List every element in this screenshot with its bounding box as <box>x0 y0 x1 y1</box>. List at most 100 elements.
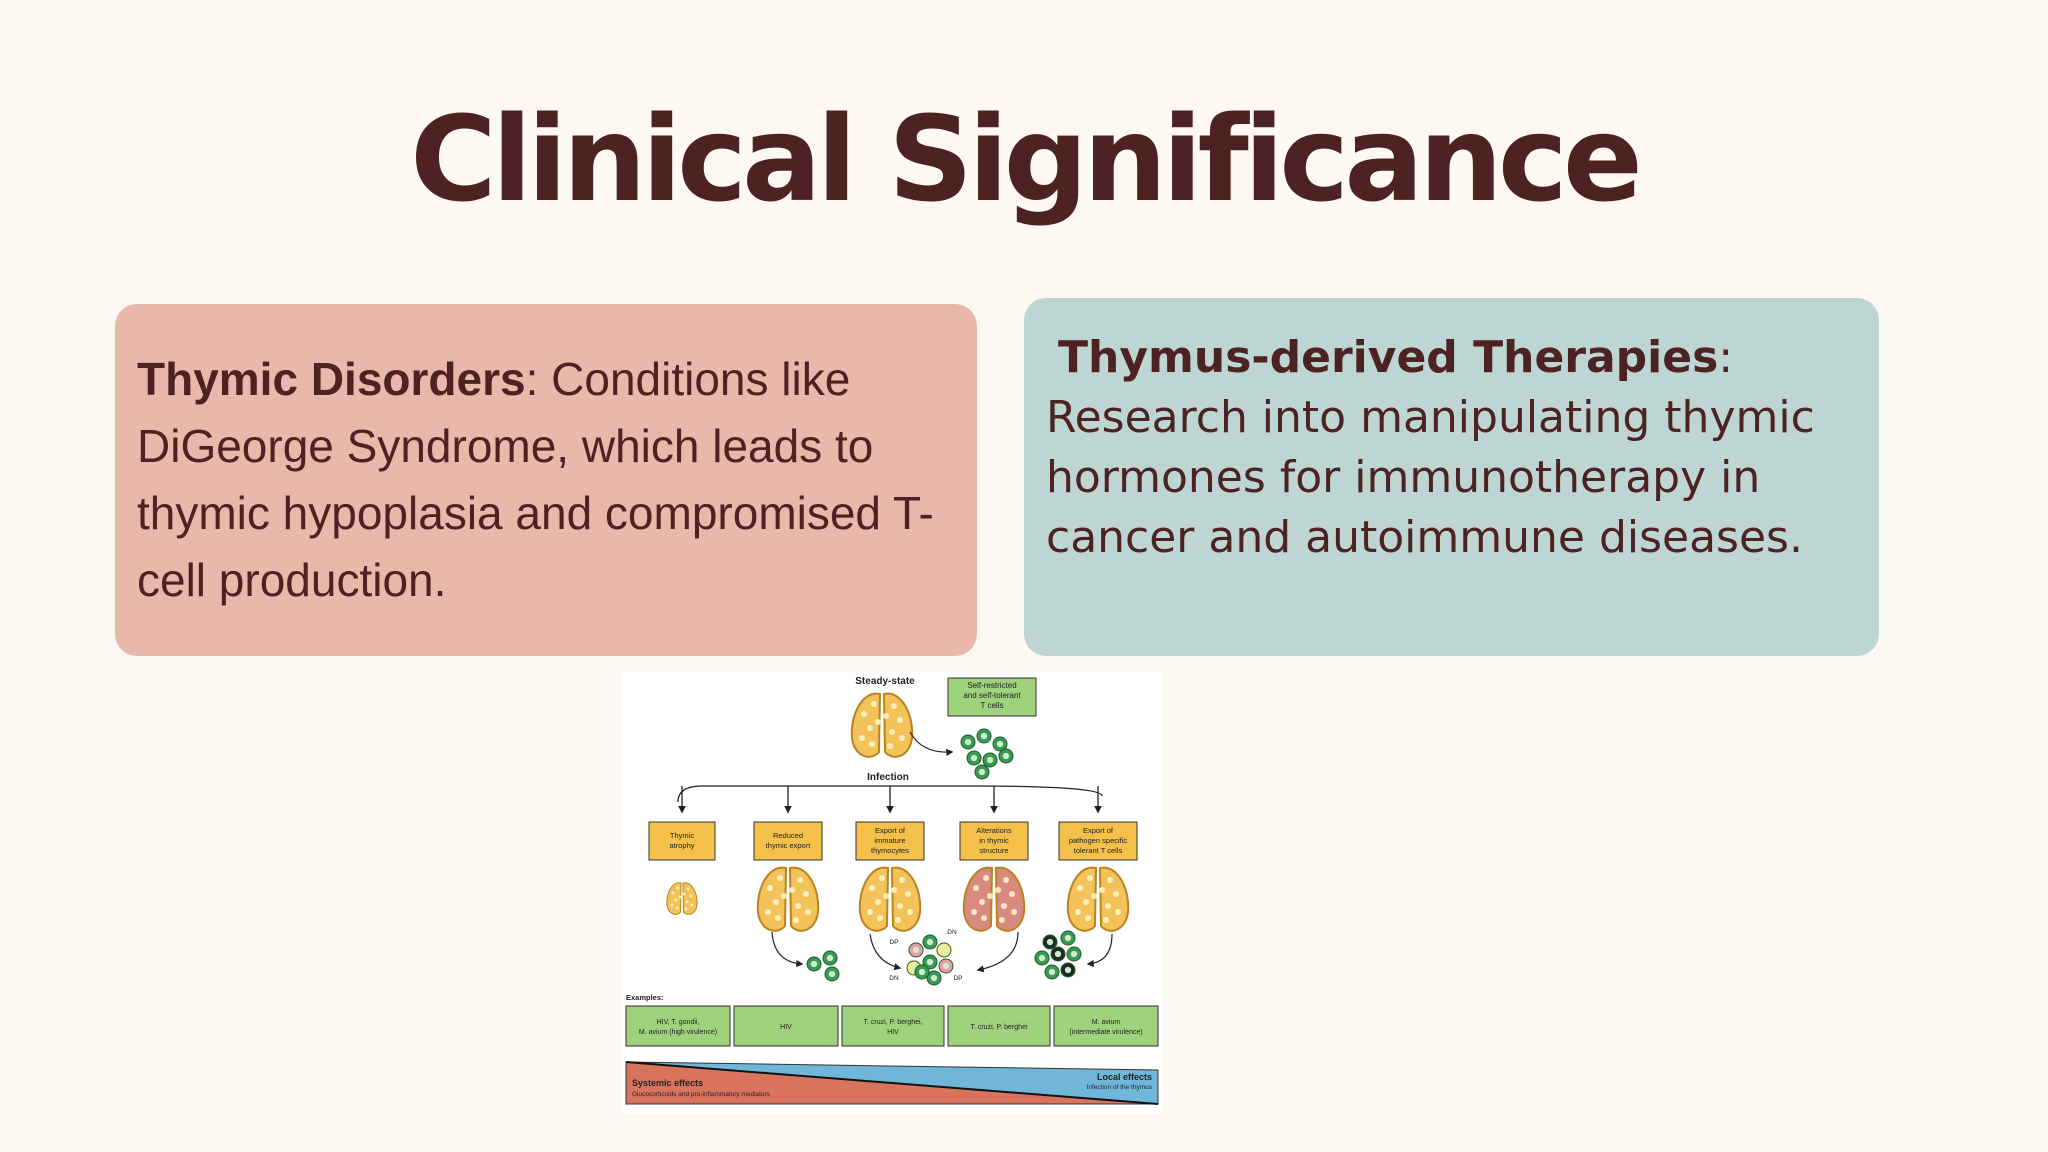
thymus-cell-dot <box>1087 875 1093 881</box>
thymus-cell-dot <box>1077 885 1083 891</box>
cell-nucleus <box>970 754 978 762</box>
thymus-cell-dot <box>678 895 682 899</box>
thymus-cell-dot <box>686 887 690 891</box>
thymus-cell-dot <box>979 899 985 905</box>
steady-state-box-text: Self-restricted <box>967 681 1016 690</box>
cell-nucleus <box>826 954 834 962</box>
systemic-effects-subtitle: Glucocorticoids and pro-inflammatory med… <box>632 1091 771 1098</box>
effect-box <box>959 821 1029 861</box>
cell-nucleus <box>940 946 948 954</box>
effect-box-text: structure <box>979 846 1008 855</box>
thymus-cell-dot <box>675 906 679 910</box>
cell-nucleus <box>964 738 972 746</box>
example-box-text: M. avium <box>1092 1019 1121 1026</box>
effect-box-text: pathogen specific <box>1069 836 1128 845</box>
example-box-text: T. cruzi, P. berghei <box>970 1024 1028 1031</box>
atrophic-thymus <box>666 882 698 915</box>
pathogen-export-thymus <box>1066 866 1130 932</box>
thymus-cell-dot <box>883 713 889 719</box>
thymus-cell-dot <box>973 885 979 891</box>
cell-nucleus <box>926 958 934 966</box>
steady-thymus <box>850 692 914 758</box>
thymus-therapies-heading-colon: : <box>1718 332 1734 383</box>
example-box-text: HIV <box>780 1024 792 1031</box>
effect-box-text: thymic export <box>766 841 812 850</box>
example-box-text: HIV <box>887 1029 899 1036</box>
thymus-cell-dot <box>674 898 678 902</box>
thymus-cell-dot <box>875 899 881 905</box>
cell-nucleus <box>1046 938 1054 946</box>
thymus-cell-dot <box>897 903 903 909</box>
thymus-therapies-card: Thymus-derived Therapies: Research into … <box>1024 298 1879 656</box>
thymus-cell-dot <box>805 909 811 915</box>
cell-nucleus <box>1038 954 1046 962</box>
cell-nucleus <box>980 732 988 740</box>
cell-nucleus <box>912 946 920 954</box>
dn-label: DN <box>889 975 899 982</box>
effect-box-text: Thymic <box>670 831 694 840</box>
thymus-cell-dot <box>1115 909 1121 915</box>
thymus-cell-dot <box>869 885 875 891</box>
slide-title: Clinical Significance <box>410 90 1643 228</box>
thymus-cell-dot <box>1103 917 1109 923</box>
thymus-cell-dot <box>1107 877 1113 883</box>
thymus-cell-dot <box>789 887 795 893</box>
export-arrow <box>771 931 804 968</box>
effect-box-text: Export of <box>1083 826 1114 835</box>
example-box <box>625 1005 731 1047</box>
thymus-cell-dot <box>907 909 913 915</box>
cell-nucleus <box>828 970 836 978</box>
thymus-cell-dot <box>983 875 989 881</box>
thymus-cell-dot <box>765 909 771 915</box>
thymus-cell-dot <box>1113 891 1119 897</box>
thymus-therapies-heading-text: Thymus-derived Therapies <box>1058 332 1719 383</box>
local-effects-subtitle: Infection of the thymus <box>1087 1084 1153 1091</box>
effect-box <box>1058 821 1138 861</box>
export-arrow <box>869 933 902 971</box>
example-box-text: T. cruzi, P. berghei, <box>863 1019 922 1026</box>
effect-box-text: in thymic <box>979 836 1009 845</box>
effect-box-text: Reduced <box>773 831 803 840</box>
thymus-cell-dot <box>685 900 689 904</box>
thymus-cell-dot <box>795 903 801 909</box>
thymus-cell-dot <box>879 875 885 881</box>
dn-label: DN <box>947 929 957 936</box>
thymus-cell-dot <box>899 735 905 741</box>
example-box <box>841 1005 945 1047</box>
thymus-right-lobe <box>682 882 698 915</box>
example-box-text: M. avium (high virulence) <box>639 1029 717 1036</box>
thymus-cell-dot <box>889 729 895 735</box>
cell-nucleus <box>1054 950 1062 958</box>
thymus-cell-dot <box>981 915 987 921</box>
thymus-cell-dot <box>781 893 787 899</box>
export-arrow <box>976 931 1019 973</box>
steady-state-label: Steady-state <box>855 676 915 687</box>
effect-box-text: Export of <box>875 826 906 835</box>
local-effects-title: Local effects <box>1097 1072 1152 1082</box>
cell-nucleus <box>996 740 1004 748</box>
thymus-left-lobe <box>666 882 682 915</box>
effects-divider <box>625 1061 1159 1105</box>
example-box <box>1053 1005 1159 1047</box>
steady-state-box <box>947 677 1037 717</box>
thymus-cell-dot <box>773 899 779 905</box>
example-box <box>733 1005 839 1047</box>
effect-box-text: thymocytes <box>871 846 909 855</box>
thymus-cell-dot <box>1085 915 1091 921</box>
example-box <box>947 1005 1051 1047</box>
thymus-cell-dot <box>971 909 977 915</box>
immature-export-thymus <box>858 866 922 932</box>
thymus-cell-dot <box>767 885 773 891</box>
thymus-cell-dot <box>875 719 881 725</box>
thymus-cell-dot <box>682 892 686 896</box>
thymus-cell-dot <box>871 701 877 707</box>
dp-label: DP <box>953 975 962 982</box>
thymus-therapies-body: Research into manipulating thymic hormon… <box>1046 392 1815 563</box>
thymus-cell-dot <box>690 903 694 907</box>
thymus-cell-dot <box>867 909 873 915</box>
thymus-left-lobe <box>850 692 882 758</box>
steady-arrow <box>909 731 954 756</box>
thymus-cell-dot <box>867 725 873 731</box>
